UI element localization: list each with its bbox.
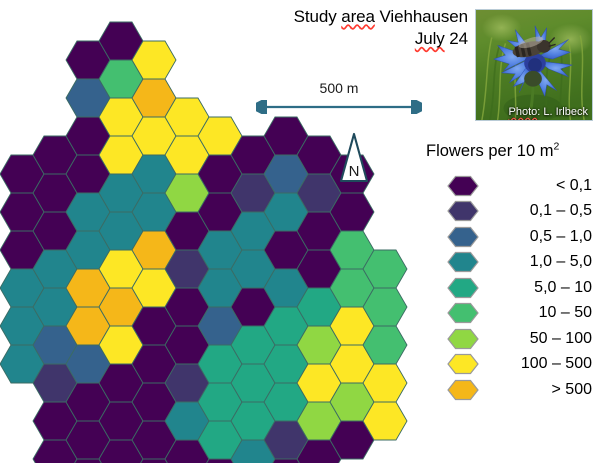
legend-label: 50 – 100 [529,329,592,347]
legend-row: 5,0 – 10 [424,275,600,301]
scale-bar-label: 500 m [319,80,359,96]
legend-row: > 500 [424,377,600,403]
legend-title-superscript: 2 [553,140,560,153]
legend-swatch [446,328,480,350]
legend-label: 5,0 – 10 [534,278,592,296]
legend-swatch-hexagon [447,328,479,349]
legend-label: 1,0 – 5,0 [529,253,592,271]
photo-credit-author: : L. Irlbeck [537,106,588,118]
legend-swatch [446,379,480,401]
photo-credit-label: Photo [508,106,538,118]
legend-swatch [446,353,480,375]
legend-swatch [446,226,480,248]
legend-swatch-hexagon [447,226,479,247]
legend-row: < 0,1 [424,173,600,199]
legend-row: 50 – 100 [424,326,600,352]
north-arrow-label: N [349,163,360,180]
legend-swatch-hexagon [447,303,479,324]
hex-cell: 100 – 500 [362,401,408,441]
legend-row: 0,5 – 1,0 [424,224,600,250]
hex-cell: < 0,1 [140,458,168,463]
bee-figure [512,36,556,58]
legend-swatch [446,251,480,273]
scale-bar: 500 m [256,80,422,120]
legend-title: Flowers per 10 m2 [426,140,600,161]
north-arrow-icon: N [339,132,369,183]
photo-inset: Photo: L. Irlbeck [475,9,593,121]
legend-swatch-hexagon [447,379,479,400]
hexagon-grid-map: < 0,1< 0,1< 0,11,0 – 5,01,0 – 5,01,0 – 5… [0,21,408,463]
hex-cell: < 0,1 [272,458,300,463]
legend-row: 100 – 500 [424,352,600,378]
legend-swatch-hexagon [447,252,479,273]
legend-swatch [446,200,480,222]
legend-swatch-hexagon [447,175,479,196]
legend-label: 100 – 500 [520,355,592,373]
title-text-study: Study [293,7,342,26]
legend-swatch [446,277,480,299]
legend-swatch [446,175,480,197]
map-title: Study area Viehhausen July 24 [236,6,468,50]
scale-bar-arrow-icon [256,100,422,114]
legend-label: 0,5 – 1,0 [529,227,592,245]
legend-row: 1,0 – 5,0 [424,250,600,276]
legend-rows: < 0,1 0,1 – 0,5 0,5 – 1,0 1,0 – 5,0 5,0 – 10… [424,173,600,403]
legend-label: > 500 [551,380,592,398]
legend-swatch-hexagon [447,201,479,222]
hex-cell: < 0,1 [74,458,102,463]
bee-on-cornflower-image [476,10,592,120]
legend-label: < 0,1 [555,176,592,194]
photo-credit: Photo: L. Irlbeck [509,106,589,118]
title-line-2: July 24 [236,28,468,50]
legend: Flowers per 10 m2 < 0,1 0,1 – 0,5 0,5 – 1,… [424,140,600,403]
legend-row: 10 – 50 [424,301,600,327]
title-text-area: area [341,7,375,26]
title-text-day: 24 [444,29,468,49]
legend-row: 0,1 – 0,5 [424,199,600,225]
legend-swatch [446,302,480,324]
title-text-july: July [414,29,445,49]
legend-swatch-hexagon [447,277,479,298]
title-text-viehhausen: Viehhausen [374,7,468,26]
title-line-1: Study area Viehhausen [236,6,468,28]
hex-cell: < 0,1 [206,458,234,463]
legend-title-text: Flowers per 10 m [426,142,554,160]
legend-label: 10 – 50 [538,304,592,322]
legend-swatch-hexagon [447,354,479,375]
legend-label: 0,1 – 0,5 [529,202,592,220]
